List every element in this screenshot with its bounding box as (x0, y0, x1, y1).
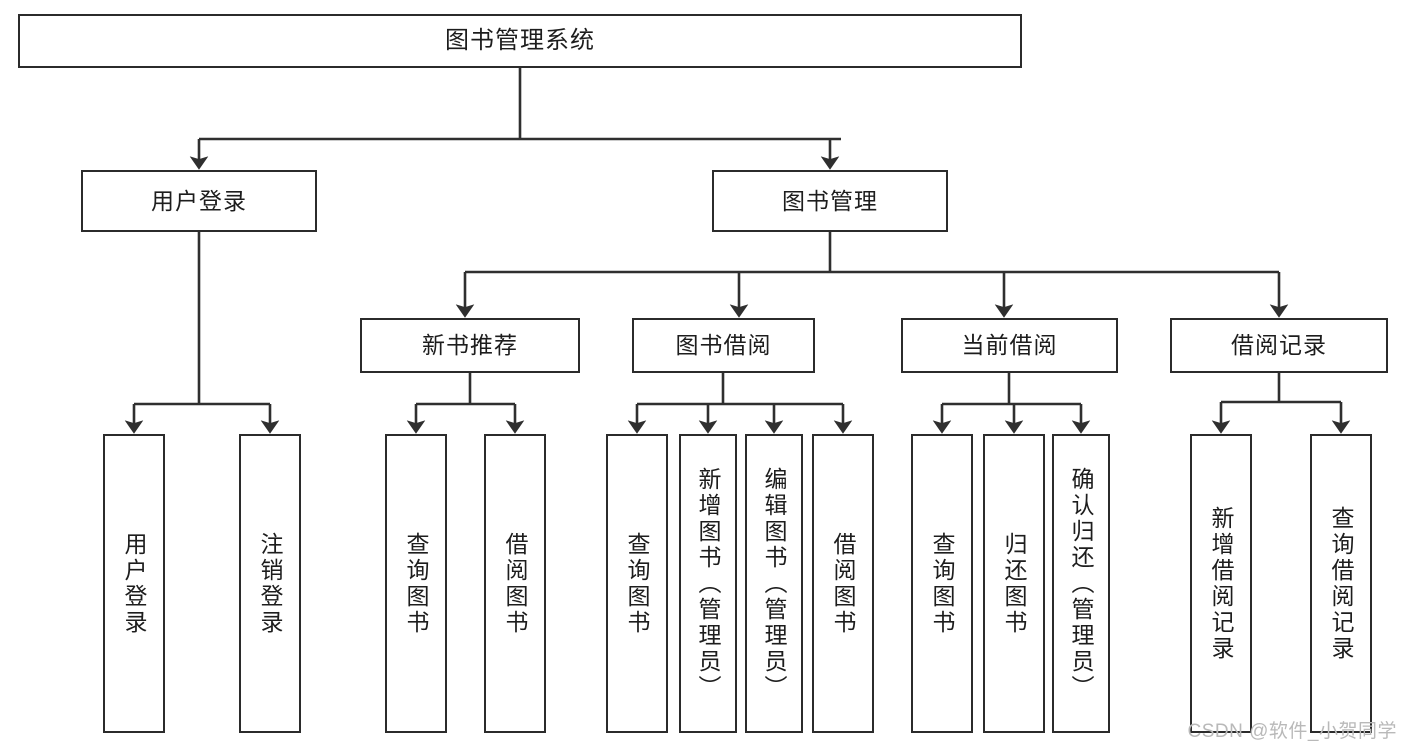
leaf-query-borrow-record-label: 查询借阅记录 (1328, 505, 1355, 662)
node-current-borrow-label: 当前借阅 (961, 332, 1058, 359)
node-book-borrow[interactable]: 图书借阅 (632, 318, 815, 373)
leaf-edit-book-admin[interactable]: 编辑图书（管理员） (745, 434, 803, 733)
leaf-edit-book-admin-label: 编辑图书（管理员） (761, 466, 788, 701)
leaf-borrow-book-recommend[interactable]: 借阅图书 (484, 434, 546, 733)
leaf-user-login-label: 用户登录 (121, 531, 148, 636)
node-new-book-recommend-label: 新书推荐 (422, 332, 518, 359)
leaf-query-book-current-label: 查询图书 (929, 531, 956, 636)
leaf-query-borrow-record[interactable]: 查询借阅记录 (1310, 434, 1372, 733)
leaf-query-book-current[interactable]: 查询图书 (911, 434, 973, 733)
leaf-add-borrow-record-label: 新增借阅记录 (1208, 505, 1235, 662)
leaf-query-book-recommend[interactable]: 查询图书 (385, 434, 447, 733)
leaf-borrow-book-label: 借阅图书 (830, 531, 857, 636)
leaf-user-logout-label: 注销登录 (257, 531, 284, 636)
node-book-management[interactable]: 图书管理 (712, 170, 948, 232)
node-borrow-record-label: 借阅记录 (1231, 332, 1327, 359)
leaf-confirm-return-admin[interactable]: 确认归还（管理员） (1052, 434, 1110, 733)
node-borrow-record[interactable]: 借阅记录 (1170, 318, 1388, 373)
leaf-add-book-admin[interactable]: 新增图书（管理员） (679, 434, 737, 733)
leaf-return-book-label: 归还图书 (1001, 531, 1028, 636)
node-root-label: 图书管理系统 (445, 27, 595, 55)
leaf-user-login[interactable]: 用户登录 (103, 434, 165, 733)
leaf-add-book-admin-label: 新增图书（管理员） (695, 466, 722, 701)
node-root[interactable]: 图书管理系统 (18, 14, 1022, 68)
leaf-return-book[interactable]: 归还图书 (983, 434, 1045, 733)
leaf-add-borrow-record[interactable]: 新增借阅记录 (1190, 434, 1252, 733)
leaf-query-book-borrow-label: 查询图书 (624, 531, 651, 636)
leaf-query-book-borrow[interactable]: 查询图书 (606, 434, 668, 733)
node-user-login-label: 用户登录 (151, 187, 247, 214)
leaf-user-logout[interactable]: 注销登录 (239, 434, 301, 733)
node-user-login[interactable]: 用户登录 (81, 170, 317, 232)
node-book-management-label: 图书管理 (782, 187, 878, 214)
node-book-borrow-label: 图书借阅 (675, 332, 772, 359)
leaf-borrow-book[interactable]: 借阅图书 (812, 434, 874, 733)
node-new-book-recommend[interactable]: 新书推荐 (360, 318, 580, 373)
leaf-query-book-recommend-label: 查询图书 (403, 531, 430, 636)
leaf-confirm-return-admin-label: 确认归还（管理员） (1068, 466, 1095, 701)
leaf-borrow-book-recommend-label: 借阅图书 (502, 531, 529, 636)
node-current-borrow[interactable]: 当前借阅 (901, 318, 1118, 373)
